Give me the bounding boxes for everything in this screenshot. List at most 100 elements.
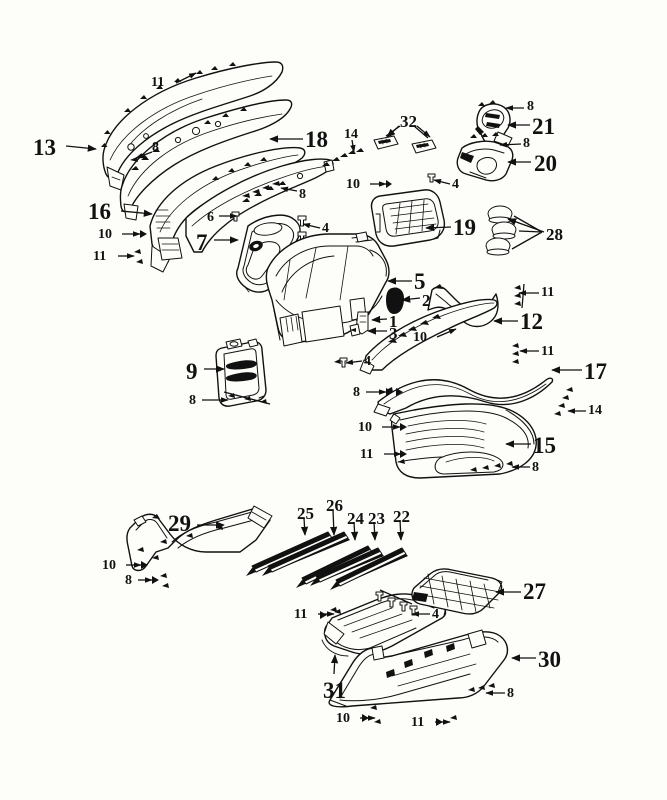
fastener-cluster-11-part31 — [320, 607, 337, 619]
part-callout-10: 10 — [413, 330, 427, 345]
part-29-shape — [126, 505, 273, 572]
part-callout-7: 7 — [196, 230, 208, 255]
fastener-cluster-8-part18 — [242, 181, 280, 198]
part-callout-11: 11 — [541, 285, 555, 300]
part-callout-22: 22 — [393, 507, 410, 526]
leader-line-c31 — [330, 654, 339, 675]
part-16-shape — [149, 146, 306, 273]
part-callout-14: 14 — [588, 403, 602, 418]
leader-line-c4b — [302, 222, 321, 229]
part-17-shape — [373, 377, 554, 417]
leader-line-c16 — [120, 209, 153, 217]
part-callout-17: 17 — [584, 359, 607, 384]
part-callout-13: 13 — [33, 135, 56, 160]
part-callout-8: 8 — [527, 99, 534, 114]
part-22-shape — [330, 547, 408, 590]
leader-line-c1 — [371, 315, 388, 324]
part-5-shape — [265, 231, 390, 347]
part-callout-29: 29 — [168, 511, 191, 536]
part-callout-1: 1 — [389, 312, 398, 331]
part-28-shape — [485, 205, 543, 256]
part-callout-4: 4 — [364, 354, 371, 369]
leader-line-c8d — [499, 141, 522, 148]
part-callout-8: 8 — [532, 460, 539, 475]
part-callout-4: 4 — [322, 221, 329, 236]
fastener-cluster-11-part12a — [514, 283, 525, 309]
fastener-cluster-10-part15 — [400, 423, 407, 431]
part-18-right-tail — [185, 158, 335, 253]
leader-line-c19 — [425, 224, 452, 232]
part-26-shape — [262, 531, 350, 576]
part-12-strip — [359, 298, 498, 375]
part-callout-10: 10 — [336, 711, 350, 726]
leader-line-c22 — [396, 519, 405, 541]
part-callout-14: 14 — [344, 127, 358, 142]
fastener-cluster-14-part15 — [554, 387, 573, 416]
part-callout-6: 6 — [207, 210, 214, 225]
part-callout-21: 21 — [532, 114, 555, 139]
part-callout-32: 32 — [400, 112, 417, 131]
leader-line-c8a — [135, 151, 153, 159]
leader-line-c26 — [330, 509, 338, 536]
part-callout-18: 18 — [305, 127, 328, 152]
part-callout-11: 11 — [360, 447, 374, 462]
fastener-cluster-10-part30 — [362, 705, 381, 724]
part-callout-30: 30 — [538, 647, 561, 672]
leader-line-c10c — [436, 328, 457, 338]
leader-line-c4c — [345, 359, 363, 365]
fastener-cluster-10-part29 — [137, 547, 159, 569]
part-callout-26: 26 — [326, 496, 343, 515]
part-callout-20: 20 — [534, 151, 557, 176]
part-callout-8: 8 — [152, 140, 159, 155]
part-2-shape — [386, 287, 404, 314]
leader-line-c32b — [416, 125, 431, 138]
leader-line-c13 — [65, 144, 97, 152]
leader-line-c4a — [433, 179, 451, 185]
part-callout-11: 11 — [411, 715, 425, 730]
fastener-cluster-4-part17 — [334, 357, 348, 368]
part-callout-10: 10 — [346, 177, 360, 192]
part-callout-10: 10 — [102, 558, 116, 573]
fastener-cluster-8-part12 — [386, 387, 393, 392]
part-callout-10: 10 — [358, 420, 372, 435]
part-callout-27: 27 — [523, 579, 546, 604]
part-20-shape — [456, 132, 514, 182]
fastener-cluster-8-part9 — [223, 391, 271, 405]
part-4-screws-bottom — [375, 589, 418, 616]
part-callout-16: 16 — [88, 199, 111, 224]
part-21-shape — [475, 100, 513, 147]
leader-line-c2 — [401, 295, 421, 303]
part-callout-8: 8 — [189, 393, 196, 408]
leader-line-c23 — [370, 521, 379, 541]
fastener-cluster-11-part30 — [436, 715, 457, 726]
leader-line-c24 — [350, 521, 359, 541]
part-callout-11: 11 — [541, 344, 555, 359]
fastener-cluster-11-part12b — [512, 343, 519, 364]
fastener-cluster-8-part29 — [152, 573, 169, 588]
part-callout-8: 8 — [125, 573, 132, 588]
callout-leader-lines — [65, 72, 586, 725]
part-callout-25: 25 — [297, 504, 314, 523]
part-callout-5: 5 — [414, 269, 426, 294]
part-callout-4: 4 — [432, 607, 439, 622]
leader-line-c25 — [300, 517, 309, 536]
part-1-3-shape — [349, 311, 369, 337]
part-callout-28: 28 — [546, 225, 563, 244]
part-30-shape — [328, 629, 509, 708]
part-callout-11: 11 — [93, 249, 107, 264]
leader-line-c14a — [350, 139, 356, 153]
part-callout-2: 2 — [422, 291, 431, 310]
part-14-fasteners-upper — [322, 148, 364, 166]
part-callout-19: 19 — [453, 215, 476, 240]
leader-line-c8b — [280, 186, 298, 192]
part-callout-9: 9 — [186, 359, 198, 384]
part-23-shape — [310, 547, 384, 586]
part-callout-4: 4 — [452, 177, 459, 192]
leader-line-c11a — [175, 72, 197, 84]
part-callout-8: 8 — [299, 187, 306, 202]
part-7-shape — [236, 214, 301, 293]
part-callout-10: 10 — [98, 227, 112, 242]
part-callout-12: 12 — [520, 309, 543, 334]
